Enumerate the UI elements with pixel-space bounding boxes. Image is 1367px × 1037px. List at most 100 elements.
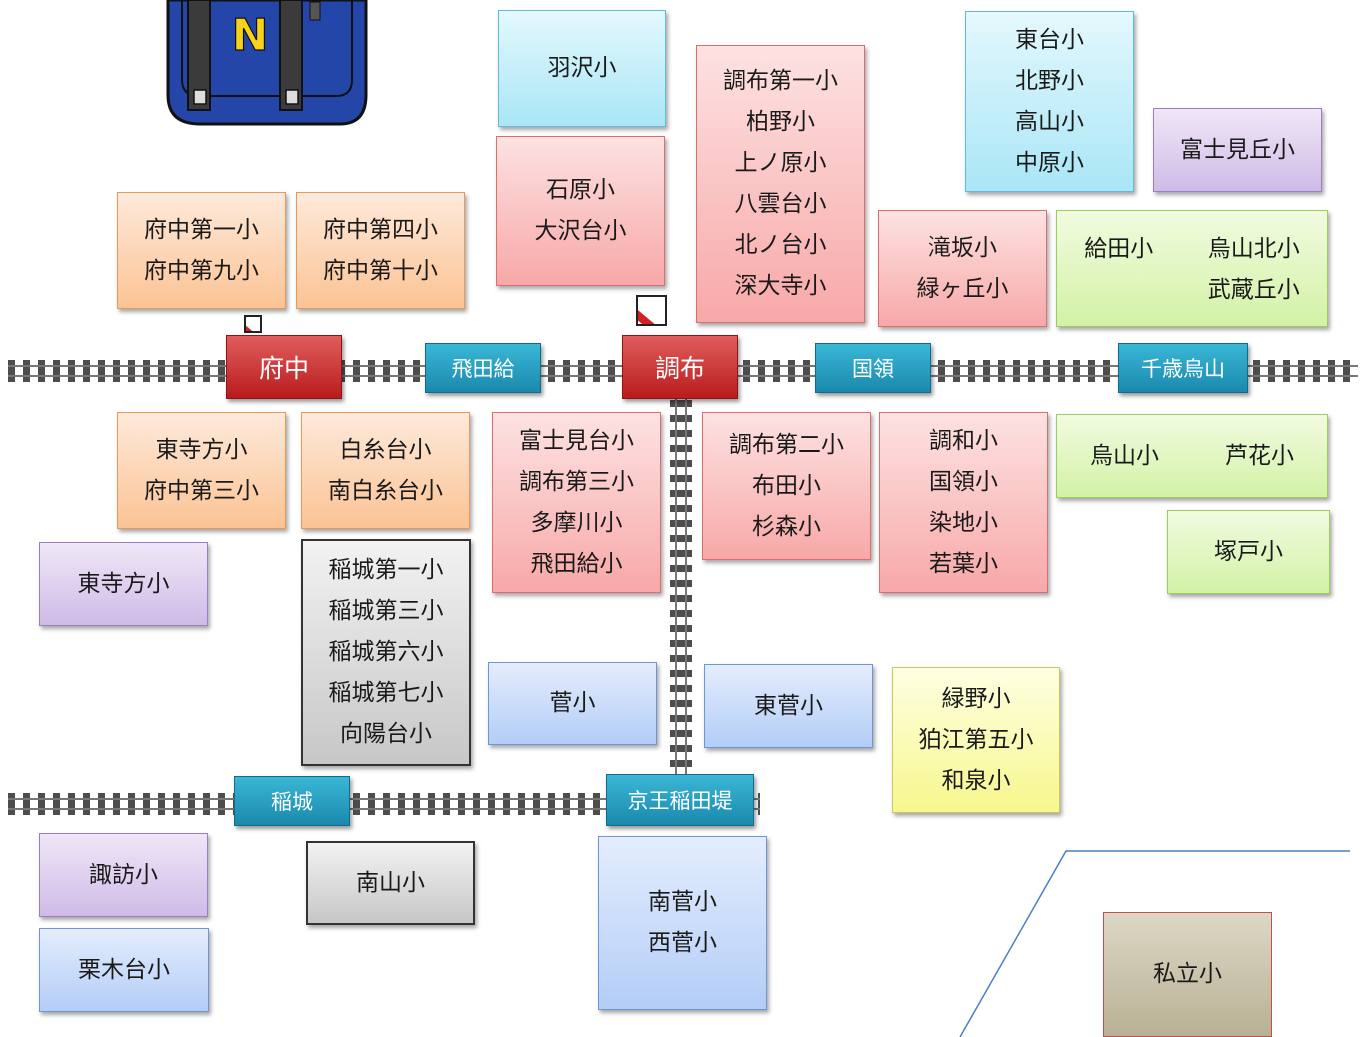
school-group-tsukado: 塚戸小	[1167, 510, 1330, 594]
school-name: 稲城第七小	[328, 680, 444, 706]
school-name: 東寺方小	[77, 570, 170, 597]
school-name: 飛田給	[451, 357, 515, 381]
school-name: 中原小	[1015, 149, 1084, 176]
sagamihara-line-track	[670, 385, 692, 790]
station-chitose-karasuyama: 千歳烏山	[1118, 343, 1248, 393]
school-name: 富士見丘小	[1180, 136, 1295, 163]
school-group-suwa: 諏訪小	[39, 833, 208, 917]
school-name: 飛田給小	[530, 550, 623, 577]
school-group-higashi-suge: 東菅小	[704, 664, 873, 748]
school-name: 府中	[258, 354, 309, 383]
school-group-shiraitodai: 白糸台小 南白糸台小	[301, 412, 470, 529]
school-group-karasuyama: 烏山小 芦花小	[1056, 414, 1328, 498]
school-name: 府中第九小	[144, 257, 259, 284]
school-name: 布田小	[752, 472, 821, 499]
school-group-ishihara: 石原小 大沢台小	[496, 136, 665, 286]
school-name: 私立小	[1153, 961, 1222, 987]
school-name: 東菅小	[754, 692, 823, 719]
school-col-right: 烏山北小 武蔵丘小	[1208, 229, 1300, 311]
bag-letter: N	[232, 10, 269, 61]
school-name: 給田小	[1084, 236, 1154, 262]
school-name: 調布第一小	[723, 68, 838, 94]
chofu-flag-icon	[636, 295, 667, 326]
school-name: 栗木台小	[78, 956, 170, 983]
station-chofu: 調布	[622, 335, 738, 399]
school-name: 東台小	[1015, 26, 1084, 53]
school-name: 深大寺小	[734, 273, 827, 299]
school-name: 上ノ原小	[734, 150, 827, 176]
school-name: 北野小	[1015, 67, 1084, 94]
school-group-fuchu-daiyon: 府中第四小 府中第十小	[296, 192, 465, 309]
school-name: 向陽台小	[340, 721, 432, 747]
school-name: 諏訪小	[89, 861, 158, 888]
school-group-takizaka: 滝坂小 緑ヶ丘小	[878, 210, 1047, 327]
school-group-fuchu-daiichi: 府中第一小 府中第九小	[117, 192, 286, 309]
school-name: 高山小	[1015, 108, 1084, 135]
school-name: 千歳烏山	[1141, 357, 1225, 381]
school-name: 和泉小	[941, 767, 1011, 794]
school-name: 武蔵丘小	[1207, 277, 1300, 303]
school-group-private: 私立小	[1103, 912, 1272, 1037]
school-name: 菅小	[549, 690, 596, 716]
school-name: 南山小	[356, 869, 425, 896]
school-group-midorino: 緑野小 狛江第五小 和泉小	[892, 667, 1060, 813]
school-group-higashiyoho: 東寺方小 府中第三小	[117, 412, 286, 529]
station-keio-inadazutsumi: 京王稲田堤	[606, 774, 754, 826]
school-name: 狛江第五小	[918, 726, 1034, 753]
school-name: 京王稲田堤	[627, 789, 733, 813]
school-group-kurigidai: 栗木台小	[39, 928, 209, 1012]
school-group-higashiyoho-2: 東寺方小	[39, 542, 208, 626]
station-inagi: 稲城	[234, 776, 350, 826]
school-name: 烏山小	[1090, 442, 1159, 469]
school-name: 稲城第六小	[328, 639, 444, 665]
school-name: 稲城	[271, 790, 313, 814]
fuchu-flag-icon	[244, 315, 262, 333]
station-kokuryo: 国領	[815, 343, 931, 393]
nambu-line-track	[8, 793, 760, 815]
school-name: 杉森小	[752, 513, 821, 540]
school-name: 白糸台小	[339, 436, 432, 463]
school-group-minamiyama: 南山小	[306, 841, 475, 925]
school-name: 西菅小	[648, 930, 717, 956]
school-name: 石原小	[546, 177, 615, 203]
school-group-higashidai: 東台小 北野小 高山小 中原小	[965, 11, 1134, 192]
school-name: 南菅小	[648, 889, 717, 915]
school-name: 東寺方小	[155, 436, 248, 463]
school-name: 染地小	[929, 509, 998, 536]
school-name: 緑ヶ丘小	[916, 275, 1009, 302]
school-name: 富士見台小	[519, 427, 634, 454]
school-group-inagi: 稲城第一小 稲城第三小 稲城第六小 稲城第七小 向陽台小	[301, 539, 471, 766]
station-fuchu: 府中	[226, 335, 342, 399]
school-group-suge: 菅小	[488, 662, 657, 745]
school-name: 国領	[852, 357, 894, 381]
school-name: 稲城第三小	[328, 598, 444, 624]
school-name: 府中第十小	[323, 257, 438, 284]
school-group-fujimigaoka: 富士見丘小	[1153, 108, 1322, 192]
school-name: 調布第三小	[519, 468, 634, 495]
station-tobitakyu: 飛田給	[425, 343, 541, 393]
school-name: 調布	[654, 354, 705, 383]
school-name: 調布第二小	[729, 431, 844, 458]
school-col-left: 給田小	[1084, 229, 1153, 270]
backpack-icon: N	[166, 0, 368, 126]
school-name: 滝坂小	[928, 234, 997, 261]
school-name: 塚戸小	[1214, 538, 1283, 565]
school-name: 稲城第一小	[328, 557, 444, 583]
school-name: 国領小	[929, 468, 998, 495]
school-name: 大沢台小	[534, 218, 627, 244]
school-group-minami-suge: 南菅小 西菅小	[598, 836, 767, 1010]
school-name: 多摩川小	[530, 509, 623, 536]
school-group-fujimidai: 富士見台小 調布第三小 多摩川小 飛田給小	[492, 412, 661, 593]
school-name: 若葉小	[929, 550, 998, 577]
school-group-chowa: 調和小 国領小 染地小 若葉小	[879, 412, 1048, 593]
school-group-chofu-daiichi: 調布第一小 柏野小 上ノ原小 八雲台小 北ノ台小 深大寺小	[696, 45, 865, 323]
school-name: 調和小	[929, 427, 998, 454]
school-name: 北ノ台小	[734, 232, 827, 258]
school-name: 八雲台小	[734, 191, 827, 217]
school-name: 芦花小	[1225, 442, 1294, 469]
school-group-chofu-daini: 調布第二小 布田小 杉森小	[702, 412, 871, 560]
school-name: 烏山北小	[1207, 236, 1300, 262]
school-name: 府中第四小	[323, 216, 438, 243]
